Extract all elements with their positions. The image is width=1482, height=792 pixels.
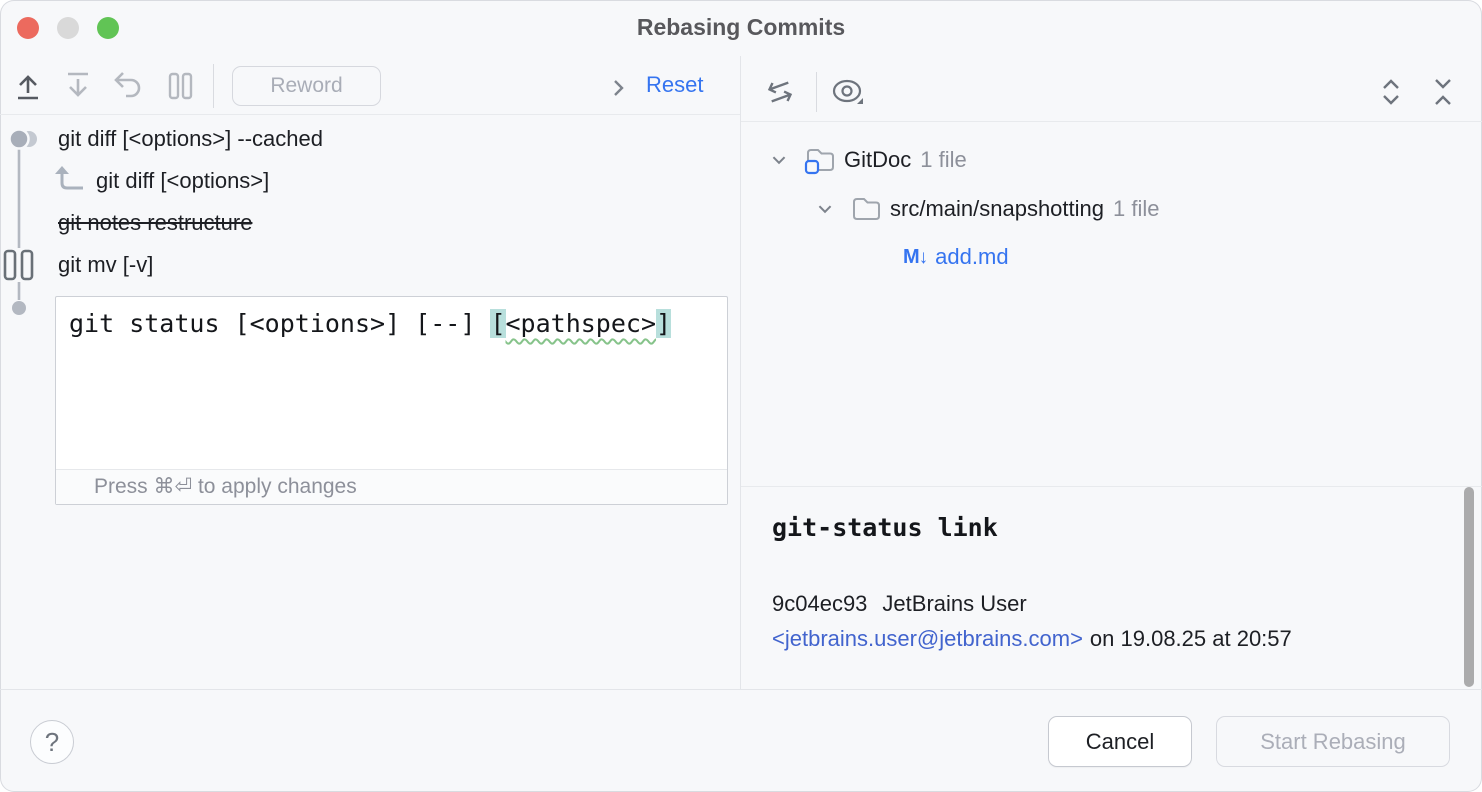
- pause-rebase-button[interactable]: [160, 66, 200, 106]
- commit-details-meta: 9c04ec93 JetBrains User <jetbrains.user@j…: [772, 586, 1292, 656]
- close-window-button[interactable]: [17, 17, 39, 39]
- arrow-up-icon: [18, 75, 38, 100]
- root-name: GitDoc: [844, 147, 912, 172]
- dropdown-triangle-icon: [857, 98, 863, 104]
- markdown-file-icon: M↓: [903, 245, 928, 268]
- commit-row[interactable]: git diff [<options>] --cached: [0, 118, 728, 160]
- commit-message-editor[interactable]: git status [<options>] [--] [<pathspec>]…: [55, 296, 728, 505]
- reword-button[interactable]: Reword: [232, 66, 381, 106]
- matched-bracket-close: ]: [656, 309, 672, 338]
- commit-row[interactable]: git diff [<options>]: [0, 160, 780, 202]
- move-commit-up-button[interactable]: [8, 66, 48, 106]
- start-rebasing-button[interactable]: Start Rebasing: [1216, 716, 1450, 767]
- spellcheck-word: <pathspec>: [505, 309, 657, 338]
- fixup-arrow-icon: [55, 166, 83, 190]
- folder-icon: [853, 198, 880, 220]
- preview-options-button[interactable]: [828, 72, 868, 112]
- tree-row-directory[interactable]: src/main/snapshotting 1 file: [812, 185, 1159, 233]
- commit-author-email-link[interactable]: <jetbrains.user@jetbrains.com>: [772, 626, 1083, 651]
- tree-row-root[interactable]: GitDoc 1 file: [766, 136, 967, 184]
- commit-hash: 9c04ec93: [772, 591, 868, 616]
- chevron-down-icon[interactable]: [812, 196, 838, 222]
- commit-author: JetBrains User: [882, 591, 1027, 616]
- directory-file-count: 1 file: [1113, 196, 1160, 221]
- commit-node-icon: [8, 128, 30, 150]
- commit-subject-dropped: git notes restructure: [58, 210, 253, 235]
- window-title: Rebasing Commits: [636, 14, 846, 40]
- left-toolbar-separator: [0, 114, 740, 115]
- titlebar: Rebasing Commits: [0, 0, 1482, 56]
- compare-with-local-button[interactable]: [760, 72, 800, 112]
- zoom-window-button[interactable]: [97, 17, 119, 39]
- toolbar-divider: [213, 64, 214, 108]
- commit-row[interactable]: git mv [-v]: [0, 244, 728, 286]
- reset-link[interactable]: Reset: [646, 72, 704, 97]
- reset-chevron-button[interactable]: [598, 68, 638, 108]
- stop-to-edit-pause-icon: [20, 249, 34, 281]
- expand-all-icon: [1383, 79, 1399, 105]
- matched-bracket-open: [: [490, 309, 506, 338]
- editor-text: git status [<options>] [--]: [69, 309, 491, 338]
- panel-divider: [740, 56, 741, 689]
- commit-date-line: <jetbrains.user@jetbrains.com>on 19.08.2…: [772, 621, 1292, 656]
- commit-author-line: 9c04ec93 JetBrains User: [772, 586, 1292, 621]
- chevron-down-icon[interactable]: [766, 147, 792, 173]
- minimize-window-button[interactable]: [57, 17, 79, 39]
- project-folder-icon: [804, 149, 834, 175]
- toolbar-divider: [816, 72, 817, 112]
- scrollbar-thumb[interactable]: [1464, 487, 1474, 687]
- details-separator: [741, 486, 1482, 487]
- commit-row[interactable]: git notes restructure: [0, 202, 728, 244]
- commit-date: on 19.08.25 at 20:57: [1089, 626, 1292, 651]
- tree-row-file[interactable]: M↓ add.md: [903, 233, 1009, 281]
- commit-graph-gutter: [3, 128, 37, 315]
- swap-arrows-icon: [767, 81, 793, 103]
- collapse-all-button[interactable]: [1423, 72, 1463, 112]
- help-button[interactable]: ?: [30, 720, 74, 764]
- stop-to-edit-pause-icon: [3, 249, 17, 281]
- root-file-count: 1 file: [920, 147, 967, 172]
- commit-subject: git diff [<options>]: [96, 168, 270, 193]
- footer-separator: [0, 689, 1482, 690]
- editor-text-area[interactable]: git status [<options>] [--] [<pathspec>]: [56, 297, 727, 470]
- expand-all-button[interactable]: [1371, 72, 1411, 112]
- commit-subject: git mv [-v]: [58, 252, 154, 277]
- file-name: add.md: [935, 244, 1009, 269]
- cancel-button[interactable]: Cancel: [1048, 716, 1192, 767]
- pause-icon: [168, 72, 193, 100]
- apply-changes-hint: Press ⌘⏎ to apply changes: [56, 469, 727, 504]
- undo-icon: [114, 72, 141, 98]
- editor-line: git status [<options>] [--] [<pathspec>]: [69, 309, 672, 338]
- editing-commit-dot-icon: [12, 301, 26, 315]
- right-toolbar-separator: [741, 121, 1482, 122]
- collapse-all-icon: [1435, 79, 1451, 105]
- chevron-right-icon: [614, 80, 624, 96]
- commit-details-subject: git-status link: [772, 513, 998, 542]
- arrow-down-icon: [68, 72, 88, 97]
- move-commit-down-button[interactable]: [58, 66, 98, 106]
- commit-subject: git diff [<options>] --cached: [58, 126, 323, 151]
- eye-icon: [832, 79, 863, 104]
- undo-button[interactable]: [108, 66, 148, 106]
- directory-name: src/main/snapshotting: [890, 196, 1104, 221]
